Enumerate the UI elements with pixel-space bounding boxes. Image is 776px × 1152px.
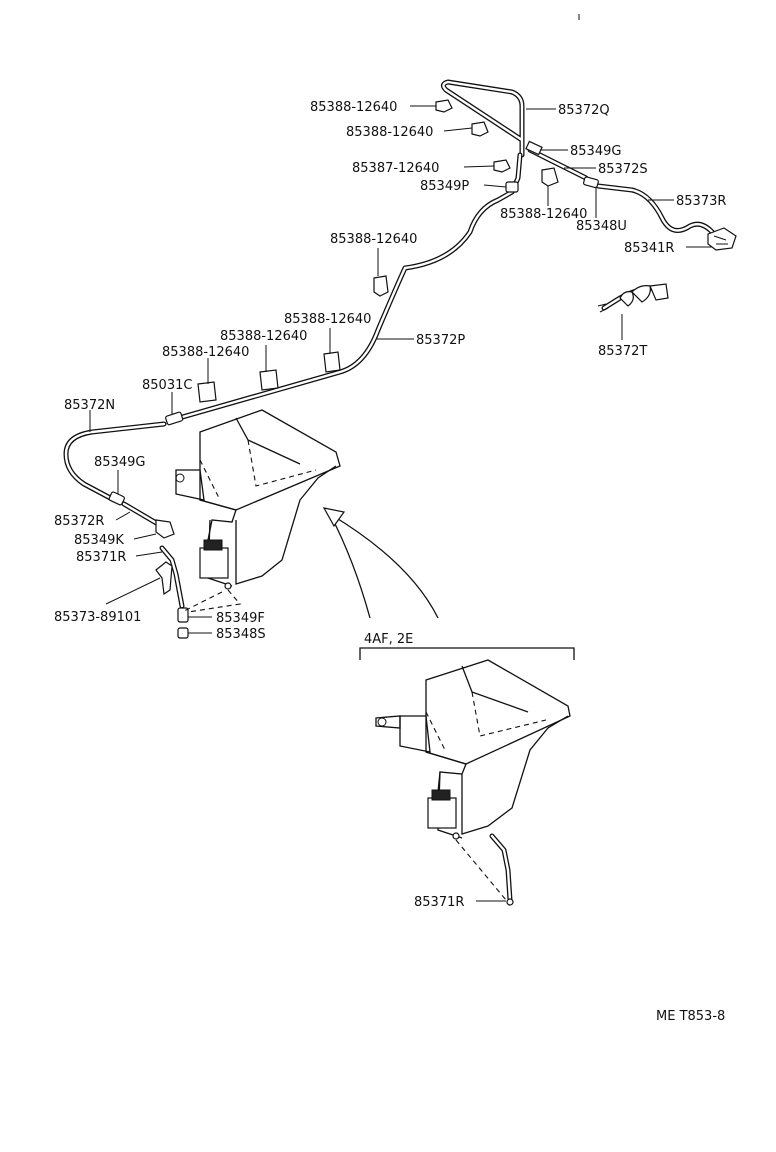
bracket-85373-89101	[155, 561, 173, 596]
label-85373-89101: 85373-89101	[54, 610, 141, 625]
label-85372P: 85372P	[416, 333, 465, 348]
label-85372S: 85372S	[598, 162, 648, 177]
label-variant: 4AF, 2E	[364, 632, 413, 647]
label-85371R-top: 85371R	[76, 550, 126, 565]
hose-85372R	[121, 501, 161, 527]
label-85349P: 85349P	[420, 179, 469, 194]
label-85388-b: 85388-12640	[346, 125, 433, 140]
variant-bracket	[359, 647, 575, 660]
label-85388-a: 85388-12640	[310, 100, 397, 115]
part-labels: 85388-12640 85372Q 85388-12640 85349G 85…	[54, 100, 726, 1024]
label-85388-d: 85388-12640	[330, 232, 417, 247]
connector-85349G-left	[108, 491, 125, 506]
hose-85371R	[159, 545, 185, 609]
label-85348S: 85348S	[216, 627, 266, 642]
label-85372R: 85372R	[54, 514, 104, 529]
label-85349K: 85349K	[74, 533, 124, 548]
reference-code: ME T853-8	[656, 1009, 725, 1024]
clamp-85388-e	[323, 351, 341, 373]
label-85371R-bottom: 85371R	[414, 895, 464, 910]
washer-tank-main	[175, 409, 341, 590]
leader-85348S	[181, 591, 223, 613]
clamp-85388-f	[259, 369, 279, 391]
connector-85349G-top	[525, 140, 543, 156]
label-85372T: 85372T	[598, 344, 647, 359]
connector-85349P	[505, 181, 519, 193]
nozzle-85341R	[707, 227, 737, 251]
leader-variant-hose	[455, 839, 507, 901]
label-85348U: 85348U	[576, 219, 627, 234]
grommet-85372T	[597, 283, 669, 313]
label-85349G-left: 85349G	[94, 455, 145, 470]
hose-85372N	[63, 421, 167, 503]
clamp-85388-b	[471, 121, 489, 137]
label-85388-e: 85388-12640	[284, 312, 371, 327]
label-85349G-top: 85349G	[570, 144, 621, 159]
connector-85348U	[583, 176, 599, 189]
label-85373R: 85373R	[676, 194, 726, 209]
label-85031C: 85031C	[142, 378, 192, 393]
hose-85373R	[595, 183, 717, 237]
leader-85349F	[187, 589, 242, 613]
label-85388-g: 85388-12640	[162, 345, 249, 360]
connector-85031C	[165, 411, 184, 426]
pointer-arrow	[322, 507, 439, 619]
washer-tank-variant	[375, 659, 571, 840]
label-85388-f: 85388-12640	[220, 329, 307, 344]
connector-85348S	[177, 627, 189, 639]
label-85388-c: 85388-12640	[500, 207, 587, 222]
clamp-85388-c	[541, 167, 559, 187]
label-85387: 85387-12640	[352, 161, 439, 176]
label-85372Q: 85372Q	[558, 103, 610, 118]
clamp-85388-g	[197, 381, 217, 403]
clamp-85387	[493, 159, 511, 173]
hose-85372Q	[440, 79, 525, 158]
connector-85349K	[155, 519, 175, 539]
label-85349F: 85349F	[216, 611, 265, 626]
label-85372N: 85372N	[64, 398, 115, 413]
label-85341R: 85341R	[624, 241, 674, 256]
hose-85372P	[169, 152, 523, 423]
hose-85372S	[527, 147, 589, 181]
leader-lines	[89, 105, 712, 902]
hose-85371R-variant	[489, 833, 514, 906]
check-valve-85349F	[177, 607, 189, 623]
clamp-85388-a	[435, 99, 453, 113]
clamp-85388-d	[373, 275, 389, 297]
